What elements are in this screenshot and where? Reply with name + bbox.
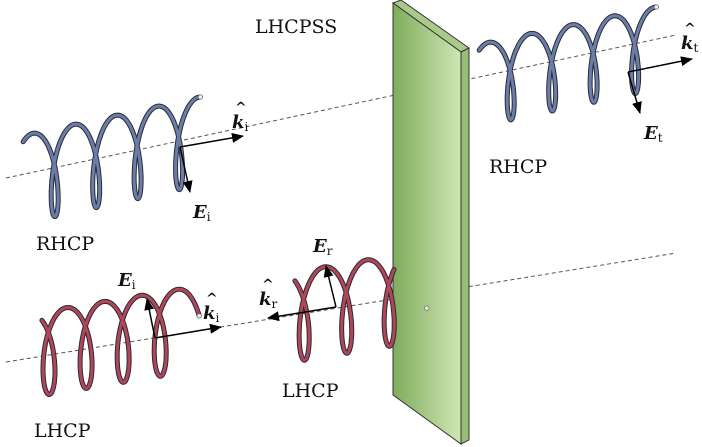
k-incident-top-arrow bbox=[179, 132, 244, 148]
k-reflected-hat: ^ bbox=[262, 277, 274, 293]
reflected-lhcp-helix bbox=[292, 257, 430, 363]
k-incident-top-hat: ^ bbox=[235, 100, 247, 116]
k-transmitted-label: kt bbox=[681, 33, 698, 55]
slab-title: LHCPSS bbox=[255, 16, 337, 38]
helix-end-cap bbox=[197, 94, 203, 100]
lhcpss-slab bbox=[391, 0, 470, 445]
e-transmitted-arrow bbox=[627, 71, 642, 114]
e-incident-bottom-label: Ei bbox=[117, 270, 136, 292]
helix-wire bbox=[21, 95, 202, 219]
helix-wire bbox=[477, 5, 658, 122]
e-transmitted-label: Et bbox=[643, 123, 663, 145]
e-incident-top-label: Ei bbox=[192, 202, 211, 224]
e-incident-top-arrow bbox=[179, 146, 193, 193]
k-reflected-arrow bbox=[267, 306, 337, 322]
helix-wire bbox=[293, 258, 396, 362]
lhcp-reflected-label: LHCP bbox=[282, 380, 339, 402]
helix-end-cap bbox=[653, 4, 659, 10]
helix-end-cap bbox=[196, 313, 202, 319]
top-propagation-axis bbox=[5, 34, 677, 179]
k-reflected-label: kr bbox=[259, 289, 277, 311]
k-incident-bottom-label: ki bbox=[203, 303, 219, 325]
incident-rhcp-helix bbox=[20, 94, 203, 220]
e-incident-bottom-arrow bbox=[144, 298, 156, 339]
incident-lhcp-helix bbox=[39, 286, 202, 397]
k-transmitted-hat: ^ bbox=[684, 21, 696, 37]
k-incident-bottom-arrow bbox=[154, 323, 222, 339]
k-incident-top-label: ki bbox=[232, 112, 248, 134]
helix-wire bbox=[40, 287, 201, 396]
lhcp-incident-label: LHCP bbox=[34, 420, 91, 442]
slab-side-edge bbox=[460, 47, 470, 445]
rhcp-incident-label: RHCP bbox=[36, 233, 94, 255]
e-reflected-label: Er bbox=[312, 236, 333, 258]
helix-end-cap bbox=[424, 305, 430, 311]
k-transmitted-arrow bbox=[627, 56, 693, 73]
rhcp-transmitted-label: RHCP bbox=[489, 156, 547, 178]
slab-front-face bbox=[392, 2, 462, 445]
k-incident-bottom-hat: ^ bbox=[206, 291, 218, 307]
transmitted-rhcp-helix bbox=[476, 4, 659, 123]
e-reflected-arrow bbox=[323, 265, 337, 308]
